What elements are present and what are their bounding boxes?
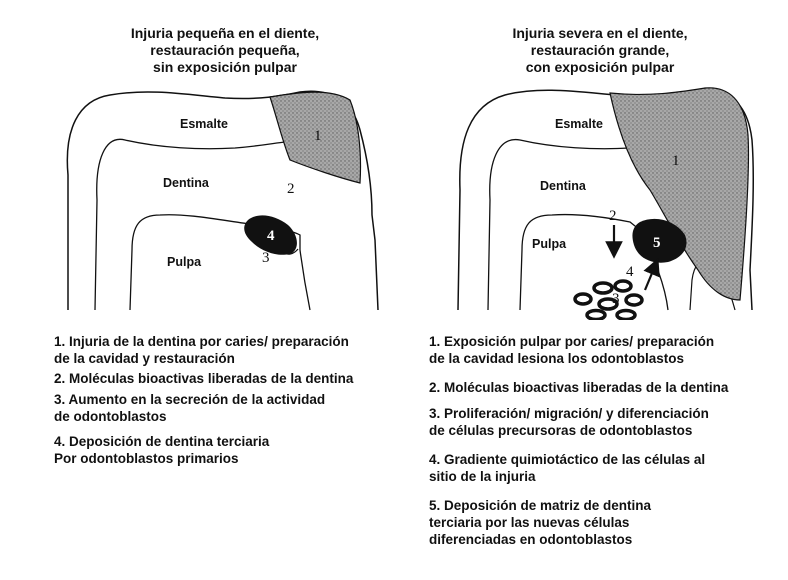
right-arrow-up (643, 257, 660, 291)
precursor-cell (597, 297, 619, 311)
left-legend-item-2-line-1: 2. Moléculas bioactivas liberadas de la … (54, 371, 354, 386)
right-legend-item-4-line-1: 4. Gradiente quimiotáctico de las célula… (429, 452, 706, 467)
left-title-line-1: Injuria pequeña en el diente, (130, 25, 320, 41)
left-label-pulpa: Pulpa (167, 255, 202, 269)
left-marker-3: 3 (262, 250, 270, 266)
left-legend-item-4-line-2: Por odontoblastos primarios (54, 451, 239, 466)
left-deposit-edge (281, 248, 299, 255)
right-legend-item-3: 3. Proliferación/ migración/ y diferenci… (429, 405, 784, 439)
left-legend-item-3: 3. Aumento en la secreción de la activid… (54, 391, 424, 425)
right-marker-5: 5 (653, 235, 661, 251)
right-marker-3: 3 (612, 291, 620, 307)
right-legend-item-2-line-1: 2. Moléculas bioactivas liberadas de la … (429, 380, 729, 395)
right-marker-4: 4 (626, 264, 634, 280)
left-legend-item-4-line-1: 4. Deposición de dentina terciaria (54, 434, 270, 449)
right-legend-item-2: 2. Moléculas bioactivas liberadas de la … (429, 379, 784, 396)
right-tertiary-dentin-deposit (632, 218, 687, 263)
right-precursor-cells (573, 279, 644, 320)
left-label-dentina: Dentina (163, 176, 210, 190)
right-title-line-3: con exposición pulpar (525, 59, 675, 75)
right-legend-item-5-line-2: terciaria por las nuevas células (429, 515, 630, 530)
right-label-dentina: Dentina (540, 179, 587, 193)
left-legend: 1. Injuria de la dentina por caries/ pre… (54, 333, 424, 467)
right-legend-item-1-line-1: 1. Exposición pulpar por caries/ prepara… (429, 334, 715, 349)
right-legend-item-5-line-3: diferenciadas en odontoblastos (429, 532, 633, 547)
right-legend-item-5: 5. Deposición de matriz de dentina terci… (429, 497, 784, 548)
left-label-esmalte: Esmalte (180, 117, 228, 131)
left-lesion-area (269, 91, 362, 184)
right-label-esmalte: Esmalte (555, 117, 603, 131)
precursor-cell (592, 281, 614, 295)
precursor-cell (573, 292, 593, 306)
precursor-cell (585, 308, 607, 320)
left-tooth: Esmalte Dentina Pulpa 1 2 3 4 (66, 90, 379, 311)
precursor-cell (615, 308, 637, 320)
right-legend-item-4: 4. Gradiente quimiotáctico de las célula… (429, 451, 784, 485)
precursor-cell (613, 279, 633, 293)
right-tooth: Esmalte Dentina Pulpa 1 2 3 4 5 (457, 87, 755, 320)
left-legend-item-1: 1. Injuria de la dentina por caries/ pre… (54, 333, 424, 367)
right-lesion-area (609, 87, 750, 301)
right-panel-title: Injuria severa en el diente, restauració… (470, 25, 730, 76)
left-legend-item-4: 4. Deposición de dentina terciaria Por o… (54, 433, 424, 467)
precursor-cell (624, 293, 644, 307)
right-legend: 1. Exposición pulpar por caries/ prepara… (429, 333, 784, 548)
right-legend-item-3-line-2: de células precursoras de odontoblastos (429, 423, 693, 438)
left-legend-item-2: 2. Moléculas bioactivas liberadas de la … (54, 370, 424, 387)
left-title-line-3: sin exposición pulpar (153, 59, 297, 75)
left-tooth-outline (66, 90, 379, 311)
left-legend-item-3-line-1: 3. Aumento en la secreción de la activid… (54, 392, 326, 407)
right-legend-item-5-line-1: 5. Deposición de matriz de dentina (429, 498, 652, 513)
right-legend-item-3-line-1: 3. Proliferación/ migración/ y diferenci… (429, 406, 709, 421)
right-legend-item-4-line-2: sitio de la injuria (429, 469, 536, 484)
right-marker-1: 1 (672, 153, 680, 169)
left-legend-item-1-line-1: 1. Injuria de la dentina por caries/ pre… (54, 334, 349, 349)
left-legend-item-3-line-2: de odontoblastos (54, 409, 167, 424)
left-title-line-2: restauración pequeña, (150, 42, 300, 58)
left-tertiary-dentin-deposit (244, 215, 297, 255)
right-marker-2: 2 (609, 208, 617, 224)
left-panel-title: Injuria pequeña en el diente, restauraci… (95, 25, 355, 76)
right-legend-item-1: 1. Exposición pulpar por caries/ prepara… (429, 333, 784, 367)
right-title-line-1: Injuria severa en el diente, (512, 25, 688, 41)
left-marker-4: 4 (267, 228, 275, 244)
tooth-diagram: Esmalte Dentina Pulpa 1 2 3 4 (66, 87, 755, 320)
right-title-line-2: restauración grande, (530, 42, 670, 58)
left-legend-item-1-line-2: de la cavidad y restauración (54, 351, 235, 366)
left-enamel-dentin-junction (94, 138, 286, 311)
right-label-pulpa: Pulpa (532, 237, 567, 251)
left-marker-1: 1 (314, 128, 322, 144)
right-legend-item-1-line-2: de la cavidad lesiona los odontoblastos (429, 351, 685, 366)
left-marker-2: 2 (287, 181, 295, 197)
right-enamel-dentin-junction (487, 139, 631, 311)
